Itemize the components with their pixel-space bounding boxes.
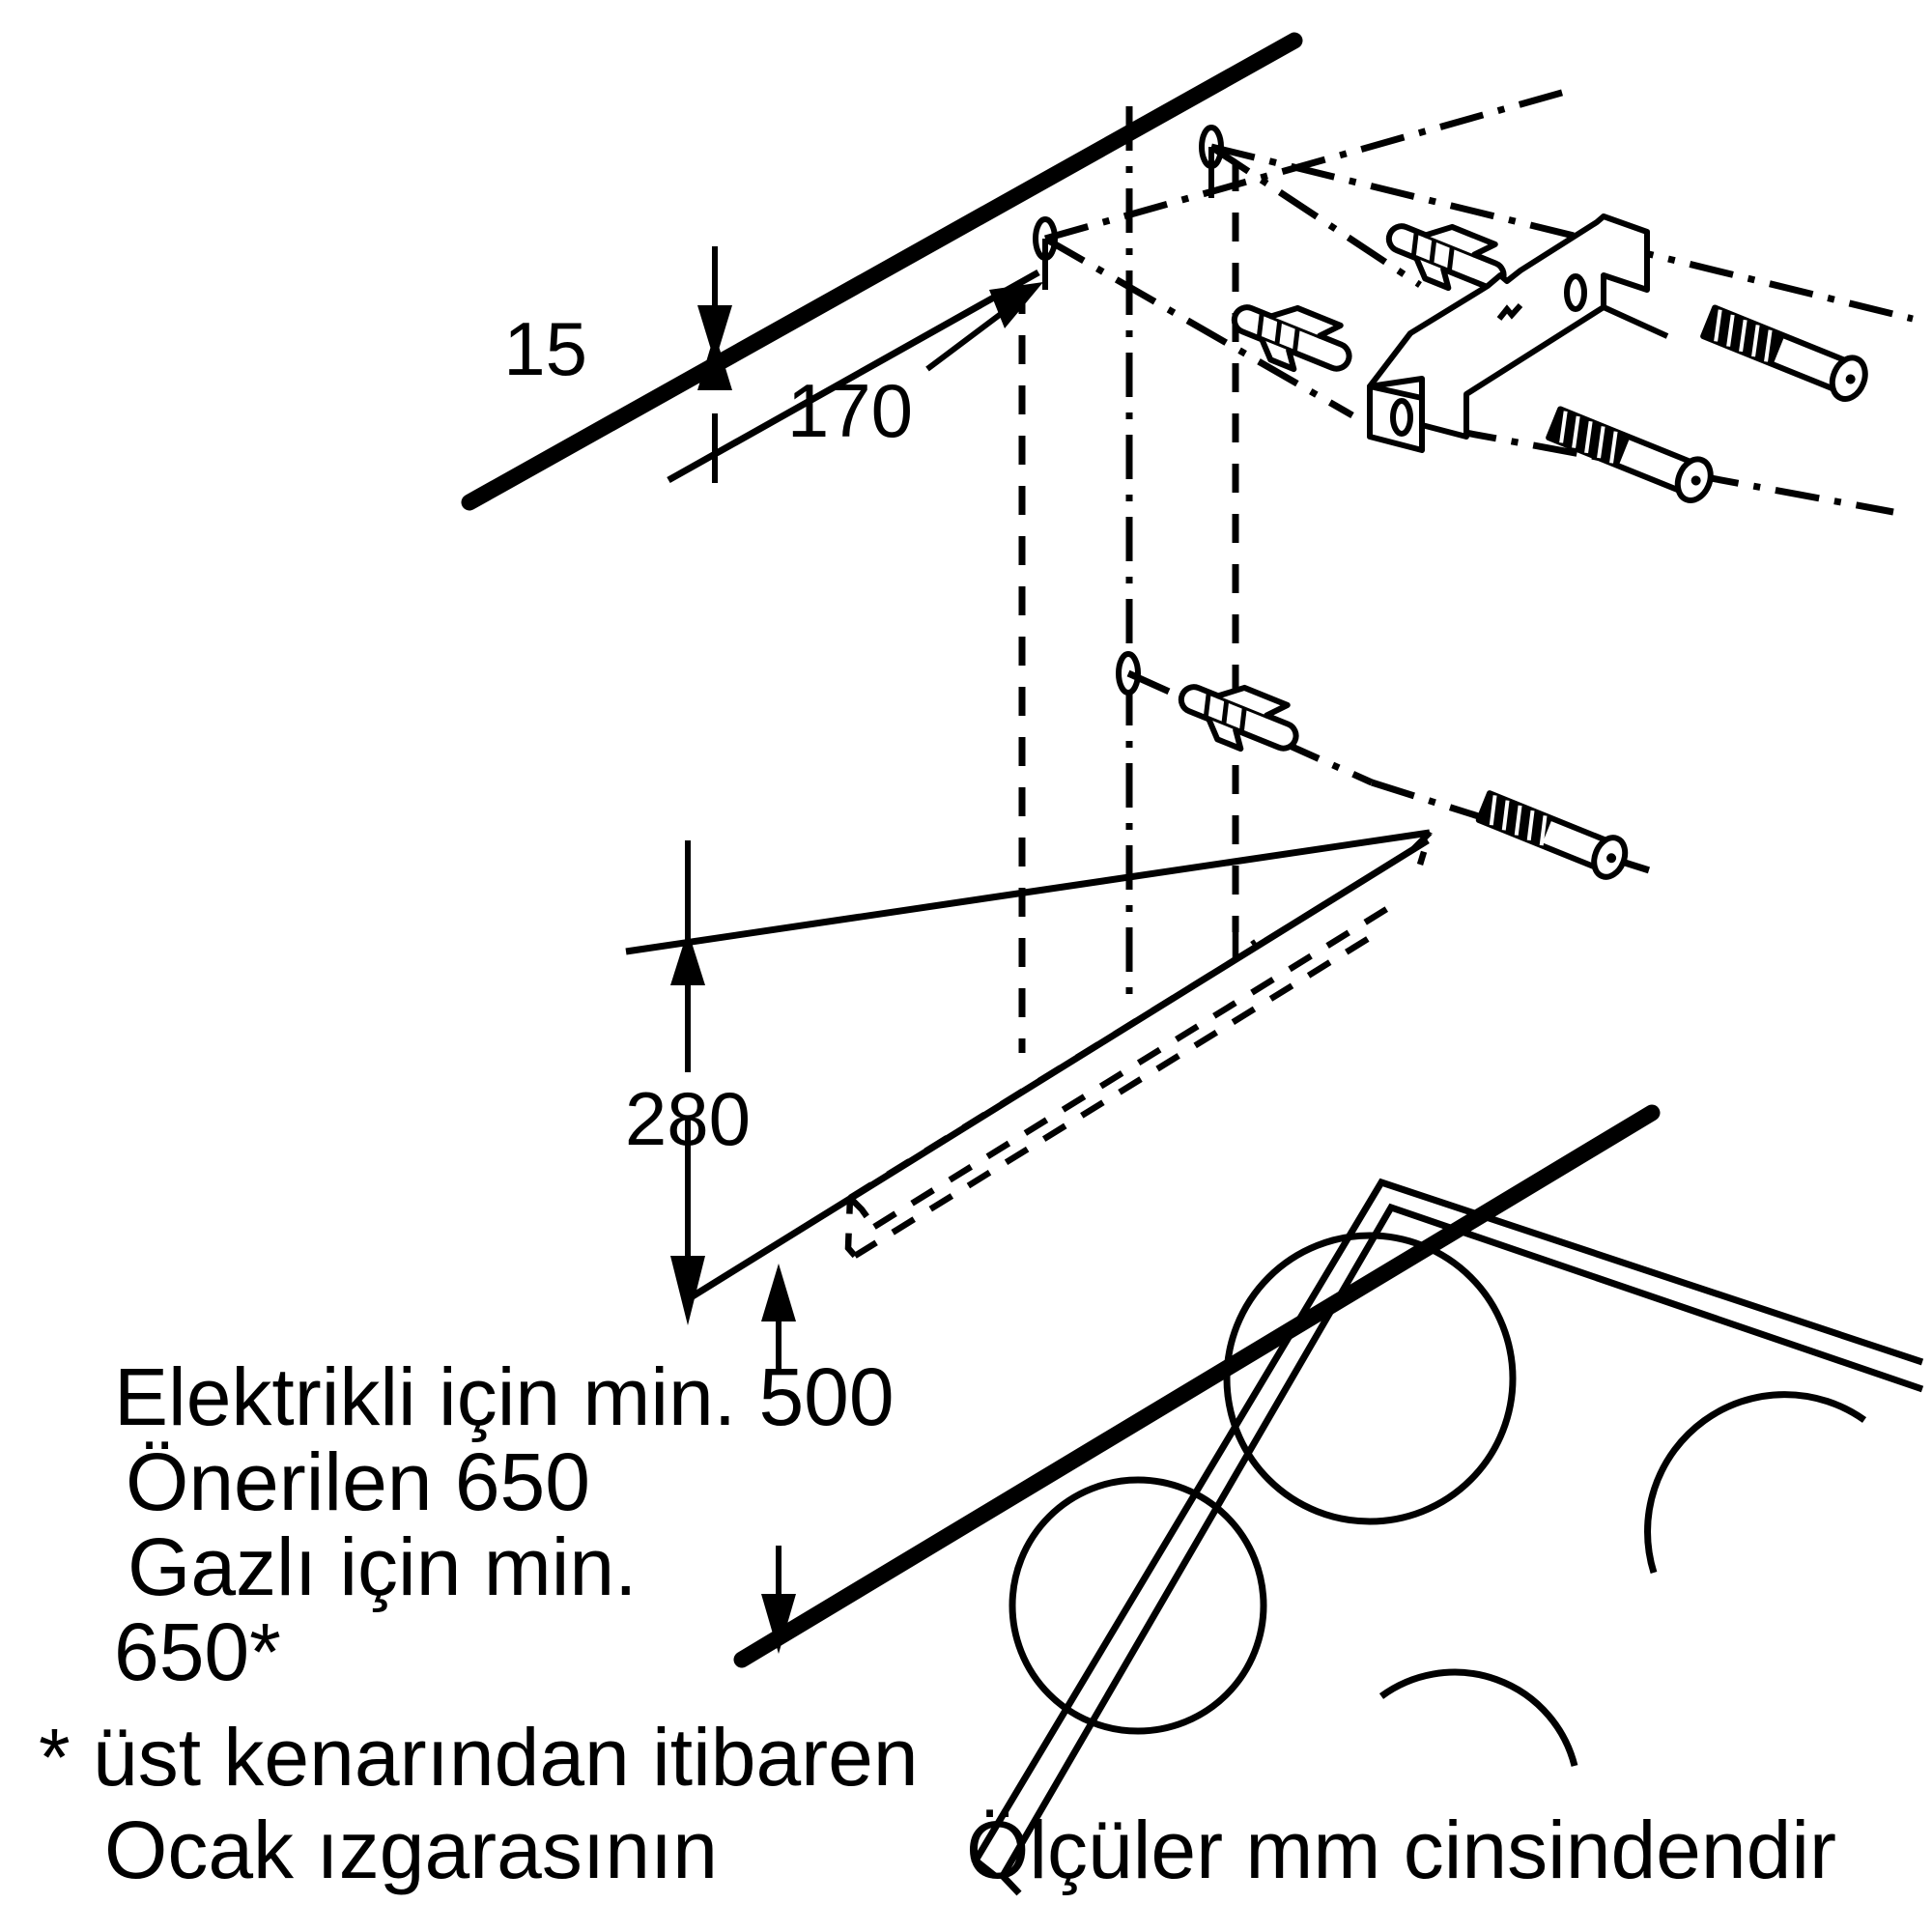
dim-clearance-arrowhead-down [761, 1594, 796, 1654]
hob-burner-4-arc [1378, 1668, 1578, 1767]
dim-clearance-arrowhead-up [761, 1264, 796, 1321]
hob-burner-2 [1009, 1476, 1267, 1735]
screw-head-center [1606, 853, 1617, 864]
wall-plug-rib-1 [1203, 694, 1211, 717]
hob-frame-outer [971, 1178, 1924, 1879]
dim280-label: 280 [625, 1076, 751, 1161]
note-recommended: Önerilen 650 [126, 1436, 590, 1527]
dim15-arrowhead-up [697, 333, 732, 390]
dim170-arrowhead [989, 282, 1043, 328]
screw-top [1700, 304, 1868, 402]
hood-inner-dashed-upper [848, 847, 1414, 1201]
hob-cooktop [733, 1104, 1924, 1896]
dim15-label: 15 [503, 306, 587, 391]
wall-plug-rib-1 [1256, 314, 1264, 337]
wall-plug-fin-upper [1268, 304, 1344, 339]
wall-plug-fin-lower [1413, 255, 1452, 292]
wall-plug-rib-2 [1221, 700, 1230, 724]
hob-burner-3-arc [1644, 1391, 1867, 1575]
dimension-170: 170 [787, 282, 1043, 453]
hood-tip-return-dashed [847, 1195, 877, 1229]
footnote-block: * üst kenarından itibaren Ocak ızgarasın… [39, 1712, 1836, 1895]
hob-front-edge [733, 1104, 1661, 1668]
anchor-axis-top [1044, 88, 1566, 242]
wall-plug-fin-lower [1259, 336, 1297, 373]
wall-plug-rib-1 [1410, 233, 1419, 256]
dim280-arrowhead-up [670, 930, 705, 985]
hood-right-drop-dashed [1232, 932, 1258, 963]
wall-plug-rib-3 [1447, 247, 1455, 270]
screw-middle [1546, 406, 1714, 503]
wall-plug-fin-lower [1206, 716, 1244, 753]
hood-right-cap-dashed [1409, 830, 1434, 866]
wall-plug-fin-upper [1215, 684, 1291, 719]
wall-line [461, 32, 1303, 511]
hood-inner-dashed-bottom [853, 926, 1385, 1259]
hob-burner-1 [1223, 1232, 1517, 1525]
dim170-leader [925, 308, 1007, 372]
mounting-bracket [1367, 213, 1669, 453]
screw-head-center [1845, 374, 1856, 384]
wall-plug-rib-2 [1429, 240, 1437, 263]
bracket-hole-left-icon [1390, 398, 1413, 437]
screw-thread-ridges [1559, 411, 1618, 464]
wall-plug-rib-2 [1274, 321, 1283, 344]
footnote-asterisk-2: Ocak ızgarasının [104, 1804, 718, 1895]
dim170-label: 170 [787, 368, 913, 453]
wall-plug-lower [1178, 684, 1299, 753]
hood-hidden-edges [1018, 162, 1239, 1053]
clearance-note-block: Elektrikli için min. 500 Önerilen 650 Ga… [114, 1351, 895, 1697]
bracket-bottom-edge [1602, 304, 1669, 339]
wall-plug-rib-3 [1293, 328, 1300, 352]
note-electric: Elektrikli için min. 500 [114, 1351, 895, 1442]
hood-outline-group [625, 829, 1434, 1302]
note-gas-1: Gazlı için min. [128, 1521, 637, 1612]
footnote-asterisk-1: * üst kenarından itibaren [39, 1712, 919, 1803]
screw-lower [1475, 790, 1629, 880]
anchor-axis-mid-left [1043, 235, 1354, 419]
bracket-notch-edge [1496, 302, 1523, 321]
wall-plug-rib-3 [1239, 708, 1247, 731]
wall-group [461, 32, 1303, 511]
dimension-15: 15 [503, 246, 732, 483]
screw-thread-ridges [1714, 309, 1773, 362]
dimension-clearance [761, 1264, 796, 1654]
screw-thread-icon [1478, 793, 1552, 846]
hood-inner-dashed-lower [872, 897, 1403, 1230]
screw-thread-ridges [1489, 795, 1548, 846]
note-gas-2: 650* [114, 1606, 281, 1697]
hood-top-front-edge [625, 829, 1431, 955]
wall-plug-fin-upper [1423, 223, 1498, 258]
wall-offset-line [667, 269, 1040, 484]
dimension-280: 280 [625, 840, 751, 1325]
dim280-arrowhead-down [670, 1256, 705, 1325]
wall-offset-group [667, 269, 1040, 484]
l-bracket-icon [1367, 213, 1650, 440]
bracket-hole-right-icon [1564, 273, 1587, 312]
screw-head-center [1690, 475, 1701, 486]
hood-tip-return-dashed-2 [844, 1197, 858, 1259]
anchor-axis-top-right [1210, 143, 1914, 323]
anchor-axis-lower [1209, 144, 1422, 288]
footnote-units: Ölçüler mm cinsindendir [966, 1804, 1836, 1895]
hob-frame-inner [998, 1203, 1924, 1896]
wall-plug-middle-upper [1231, 304, 1352, 373]
anchor-axis-lines [1043, 88, 1914, 878]
